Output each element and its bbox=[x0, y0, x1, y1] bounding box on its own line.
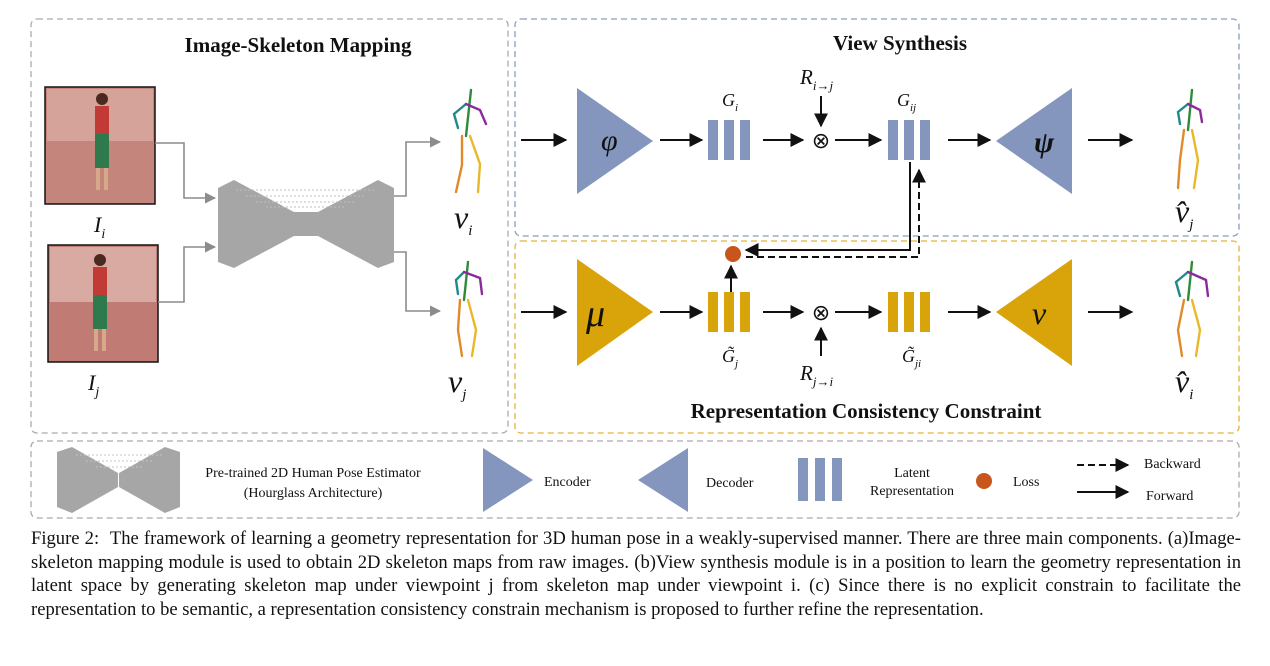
legend-hourglass-line2: (Hourglass Architecture) bbox=[244, 486, 383, 501]
caption-label: Figure 2: bbox=[31, 528, 100, 549]
label-G-ij: Gij bbox=[897, 90, 916, 114]
consistency-title: Representation Consistency Constraint bbox=[691, 399, 1042, 423]
connector-to-skeleton-j bbox=[394, 251, 442, 317]
framework-diagram: Image-Skeleton Mapping View Synthesis Re… bbox=[30, 18, 1240, 519]
legend-latent-line1: Latent bbox=[894, 466, 930, 481]
label-I-j: Ij bbox=[87, 370, 99, 400]
skeleton-v-j bbox=[454, 260, 484, 358]
decoder-psi bbox=[996, 88, 1072, 194]
otimes-bottom: ⊗ bbox=[812, 300, 830, 325]
consistency-panel bbox=[514, 240, 1240, 434]
symbol-mu: μ bbox=[585, 293, 605, 335]
view-synthesis-panel bbox=[514, 18, 1240, 237]
caption-text: The framework of learning a geometry rep… bbox=[31, 528, 1241, 620]
connector-to-skeleton-i bbox=[394, 136, 442, 197]
label-v-i: vi bbox=[454, 199, 472, 239]
forward-Gij-to-loss bbox=[744, 162, 911, 257]
latent-Gt-ji bbox=[888, 292, 930, 332]
label-R-ji: Rj→i bbox=[799, 361, 833, 389]
legend-latent-line2: Representation bbox=[870, 484, 954, 499]
latent-G-ij bbox=[888, 120, 930, 160]
view-synthesis-title: View Synthesis bbox=[833, 31, 967, 55]
encoder-mu bbox=[577, 259, 653, 366]
legend-decoder-label: Decoder bbox=[706, 476, 754, 491]
legend-encoder-label: Encoder bbox=[544, 475, 591, 490]
legend-encoder-icon bbox=[483, 448, 533, 512]
decoder-nu bbox=[996, 259, 1072, 366]
encoder-phi bbox=[577, 88, 653, 194]
legend-latent-icon bbox=[798, 458, 842, 501]
skeleton-vhat-i bbox=[1174, 260, 1210, 358]
label-G-i: Gi bbox=[722, 90, 738, 114]
input-image-i bbox=[44, 86, 156, 205]
label-vhat-j: v̂j bbox=[1175, 193, 1193, 233]
mapping-panel bbox=[30, 18, 509, 434]
symbol-nu: ν bbox=[1032, 295, 1047, 331]
label-I-i: Ii bbox=[93, 212, 105, 242]
latent-G-i bbox=[708, 120, 750, 160]
connector-image-i bbox=[155, 142, 217, 204]
legend-decoder-icon bbox=[638, 448, 688, 512]
label-v-j: vj bbox=[448, 363, 466, 403]
symbol-psi: ψ bbox=[1034, 126, 1055, 159]
symbol-phi: φ bbox=[601, 124, 618, 157]
legend-loss-label: Loss bbox=[1013, 475, 1039, 490]
backward-loss-to-Gij bbox=[746, 168, 926, 258]
latent-Gt-j bbox=[708, 292, 750, 332]
hourglass-network bbox=[218, 180, 394, 268]
legend-loss-icon bbox=[976, 473, 992, 489]
figure-caption: Figure 2: The framework of learning a ge… bbox=[31, 527, 1241, 621]
legend-forward-label: Forward bbox=[1146, 489, 1193, 504]
loss-node bbox=[725, 246, 741, 262]
legend-hourglass-icon bbox=[57, 447, 180, 513]
legend-backward-label: Backward bbox=[1144, 457, 1201, 472]
skeleton-vhat-j bbox=[1176, 88, 1204, 190]
label-Gt-j: G̃j bbox=[722, 346, 738, 370]
label-R-ij: Ri→j bbox=[799, 65, 833, 93]
label-Gt-ji: G̃ji bbox=[902, 346, 921, 370]
connector-image-j bbox=[158, 241, 217, 303]
otimes-top: ⊗ bbox=[812, 128, 830, 153]
skeleton-v-i bbox=[452, 88, 488, 194]
label-vhat-i: v̂i bbox=[1175, 363, 1193, 403]
input-image-j bbox=[47, 244, 159, 363]
legend-hourglass-line1: Pre-trained 2D Human Pose Estimator bbox=[205, 466, 421, 481]
mapping-title: Image-Skeleton Mapping bbox=[185, 33, 412, 57]
